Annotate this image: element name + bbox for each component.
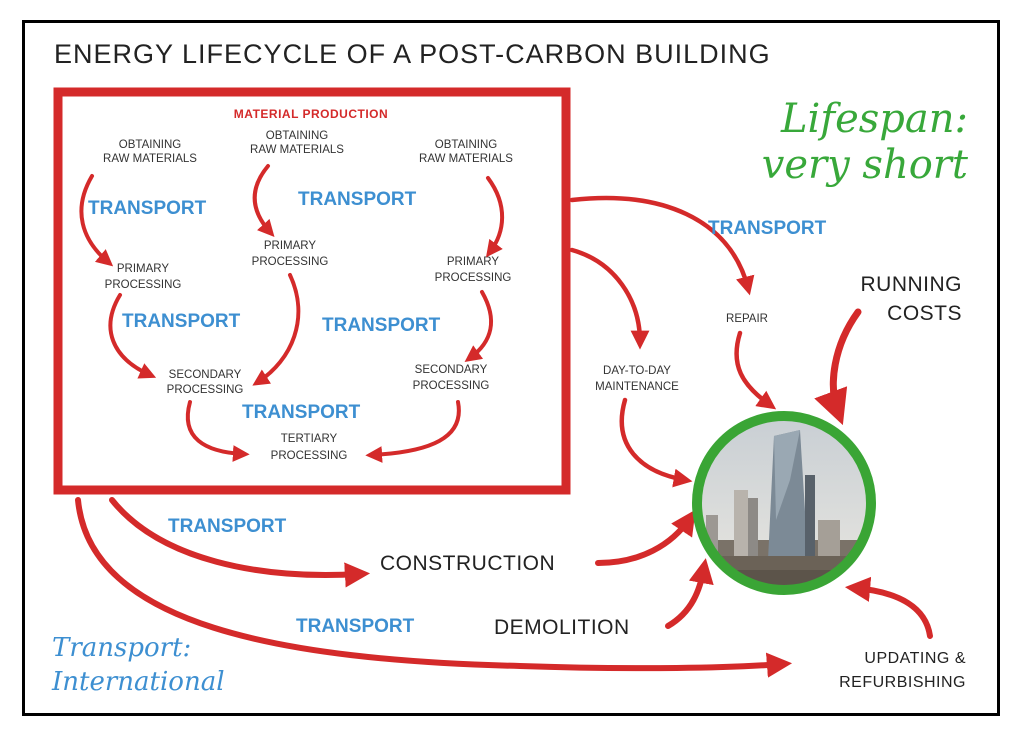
transport-label: TRANSPORT [242,402,361,423]
arrow-construction-to-building [595,509,696,566]
primary-processing-mid: PRIMARY PROCESSING [252,240,329,268]
arrow-to-construction [109,497,371,588]
svg-text:International: International [51,667,225,697]
arrow-secondary-left-to-tertiary [185,400,250,462]
transport-label: TRANSPORT [88,198,207,219]
arrow-repair-to-building [734,330,777,410]
svg-text:RAW MATERIALS: RAW MATERIALS [103,153,197,165]
arrow-to-repair [569,195,755,296]
transport-label: TRANSPORT [298,189,417,210]
svg-text:very short: very short [762,142,969,188]
svg-text:Transport:: Transport: [52,633,191,663]
svg-text:OBTAINING: OBTAINING [435,139,497,151]
arrow-obtain-to-primary-right [485,176,505,258]
svg-text:Lifespan:: Lifespan: [780,96,968,142]
svg-text:OBTAINING: OBTAINING [119,139,181,151]
transport-label-construction: TRANSPORT [168,516,287,537]
transport-label: TRANSPORT [122,311,241,332]
arrow-to-maintenance [569,247,650,350]
svg-text:PRIMARY: PRIMARY [447,256,500,268]
transport-label-bottom: TRANSPORT [296,616,415,637]
day-to-day-maintenance-label: DAY-TO-DAY MAINTENANCE [595,365,679,393]
svg-text:OBTAINING: OBTAINING [266,130,328,142]
secondary-processing-left: SECONDARY PROCESSING [167,369,244,396]
svg-text:DAY-TO-DAY: DAY-TO-DAY [603,365,671,377]
obtaining-raw-materials-right: OBTAINING RAW MATERIALS [419,139,513,165]
running-costs-label: RUNNING COSTS [861,273,963,325]
transport-label-top: TRANSPORT [708,218,827,239]
updating-refurbishing-label: UPDATING & REFURBISHING [839,650,966,691]
svg-text:REFURBISHING: REFURBISHING [839,674,966,691]
svg-text:PROCESSING: PROCESSING [271,450,348,462]
obtaining-raw-materials-left: OBTAINING RAW MATERIALS [103,139,197,165]
transport-label: TRANSPORT [322,315,441,336]
svg-text:SECONDARY: SECONDARY [415,364,488,376]
svg-text:PROCESSING: PROCESSING [105,279,182,291]
arrow-primary-mid-to-secondary-left [252,273,301,386]
arrow-demolition-to-building [665,558,714,629]
repair-label: REPAIR [726,313,768,325]
arrow-secondary-right-to-tertiary [365,400,461,463]
primary-processing-right: PRIMARY PROCESSING [435,256,512,284]
svg-text:RUNNING: RUNNING [861,273,963,296]
page-title: ENERGY LIFECYCLE OF A POST-CARBON BUILDI… [54,39,771,69]
svg-text:TERTIARY: TERTIARY [281,433,338,445]
arrow-updating-to-building [844,576,933,639]
material-production-box [53,87,571,495]
lifespan-note: Lifespan: very short [762,96,969,188]
arrow-maintenance-to-building [619,397,693,488]
arrow-to-updating [75,497,793,678]
tertiary-processing: TERTIARY PROCESSING [271,433,348,462]
arrow-primary-to-secondary-right [464,290,494,362]
arrow-running-costs-to-building [814,308,862,426]
svg-text:PRIMARY: PRIMARY [117,263,170,275]
construction-label: CONSTRUCTION [380,552,555,575]
building-ring [692,411,876,595]
svg-text:PROCESSING: PROCESSING [252,256,329,268]
arrow-obtain-to-primary-mid [252,164,275,237]
transport-scope-note: Transport: International [51,633,225,697]
primary-processing-left: PRIMARY PROCESSING [105,263,182,291]
svg-text:UPDATING &: UPDATING & [864,650,966,667]
svg-text:SECONDARY: SECONDARY [169,369,242,381]
arrow-obtain-to-primary-left [79,174,114,267]
demolition-label: DEMOLITION [494,616,630,639]
svg-text:PROCESSING: PROCESSING [435,272,512,284]
svg-text:MAINTENANCE: MAINTENANCE [595,381,679,393]
svg-text:COSTS: COSTS [887,302,962,325]
svg-text:RAW MATERIALS: RAW MATERIALS [419,153,513,165]
svg-text:RAW MATERIALS: RAW MATERIALS [250,144,344,156]
svg-text:PROCESSING: PROCESSING [413,380,490,392]
svg-text:PROCESSING: PROCESSING [167,384,244,396]
obtaining-raw-materials-mid: OBTAINING RAW MATERIALS [250,130,344,156]
svg-text:PRIMARY: PRIMARY [264,240,317,252]
secondary-processing-right: SECONDARY PROCESSING [413,364,490,392]
material-production-label: MATERIAL PRODUCTION [234,107,388,121]
building-photo [692,411,876,595]
arrow-primary-to-secondary-left [108,293,157,379]
